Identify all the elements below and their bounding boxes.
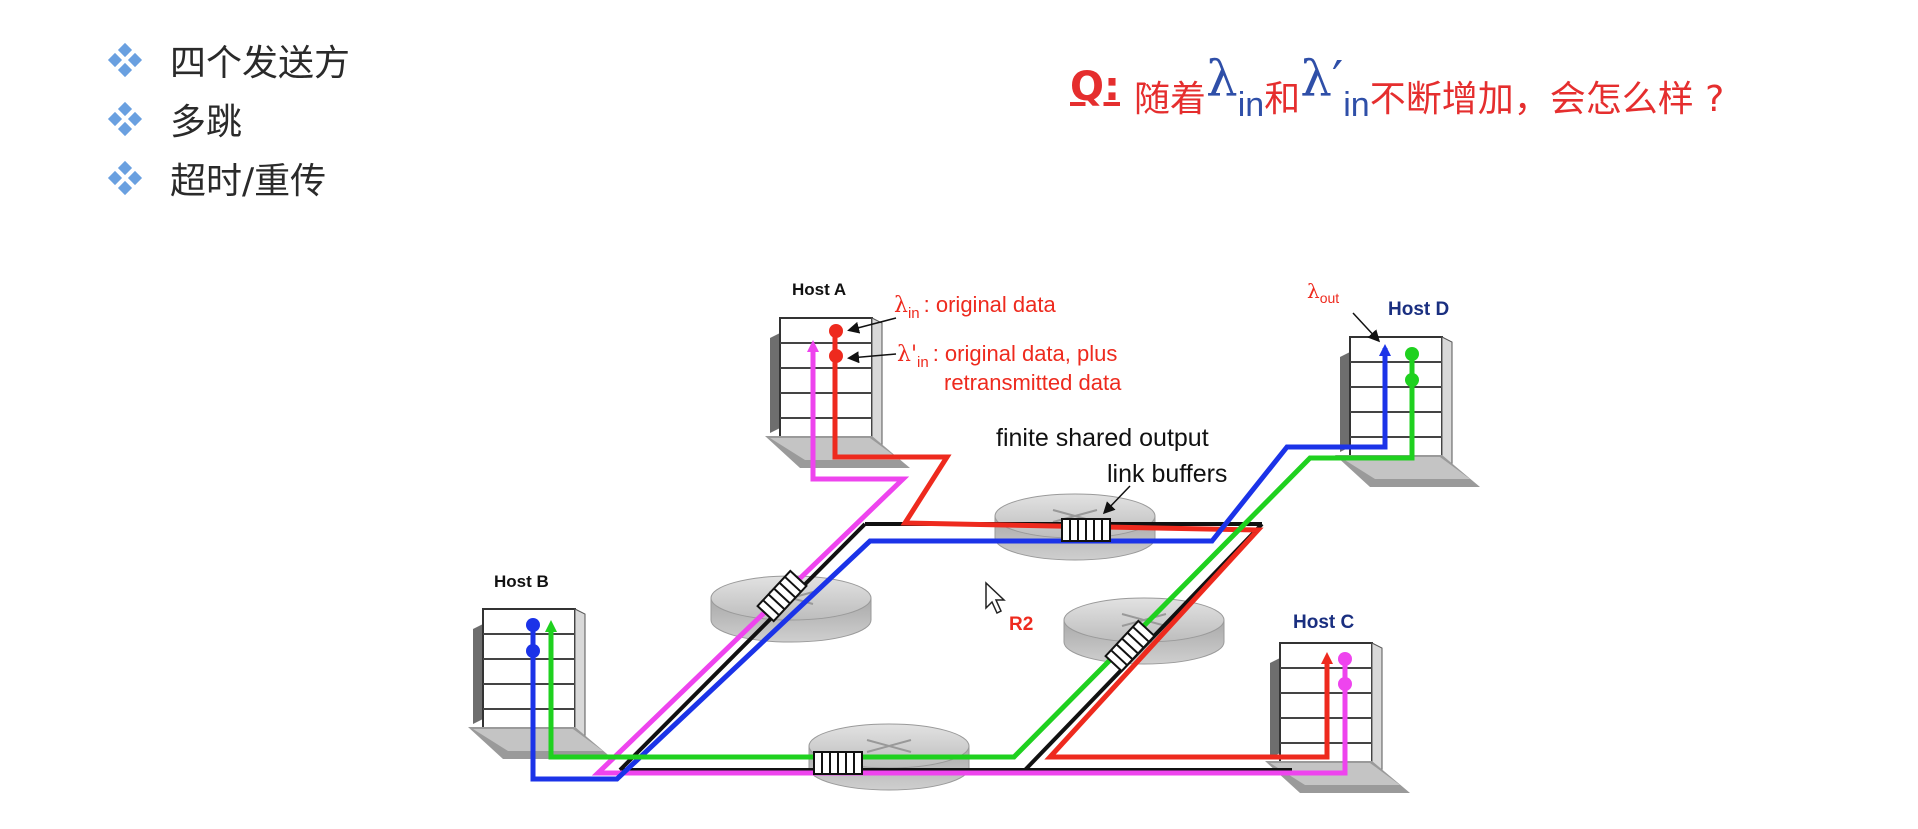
lambda-in-label: λin: original data bbox=[894, 292, 1056, 322]
lambda-in-prime-label: λ'in: original data, plus bbox=[897, 341, 1117, 371]
host-b-server bbox=[467, 608, 614, 760]
bullet-text: 超时/重传 bbox=[170, 160, 327, 202]
question-text: Q: 随着 λin 和 λ′in 不断增加，会怎么样 ? bbox=[1070, 54, 1725, 122]
buffer-label-line2: link buffers bbox=[1107, 460, 1227, 488]
host c markers bbox=[1321, 652, 1352, 691]
question-prefix: 随着 bbox=[1134, 79, 1207, 120]
host-c-label: Host C bbox=[1293, 612, 1355, 633]
lambda-out-label: λout bbox=[1307, 279, 1339, 306]
buffer-top bbox=[1061, 518, 1111, 542]
buffer-arrow bbox=[1102, 485, 1131, 515]
host-b-label: Host B bbox=[494, 572, 549, 591]
lambda-in-symbol: λin bbox=[1206, 50, 1265, 124]
host-b-markers bbox=[526, 618, 557, 658]
bullet-item: 超时/重传 bbox=[107, 148, 350, 207]
question-label: Q: bbox=[1070, 64, 1120, 110]
lambda-out-arrow bbox=[1352, 312, 1381, 343]
green-flow bbox=[548, 352, 1415, 760]
lambda-in-prime-symbol: λ′in bbox=[1300, 50, 1370, 124]
host-a-markers bbox=[807, 324, 843, 363]
host-d-markers bbox=[1379, 344, 1419, 387]
question-suffix: 不断增加，会怎么样 ? bbox=[1369, 79, 1725, 120]
bullet-text: 四个发送方 bbox=[170, 42, 351, 84]
bullet-list: 四个发送方 多跳 超时/重传 bbox=[107, 30, 351, 207]
host-d-label: Host D bbox=[1388, 299, 1449, 320]
bullet-text: 多跳 bbox=[170, 101, 243, 143]
bullet-item: 多跳 bbox=[107, 89, 350, 148]
magenta-flow bbox=[591, 345, 1348, 776]
buffer-label-line1: finite shared output bbox=[996, 424, 1209, 452]
cursor-icon bbox=[985, 581, 1006, 615]
lambda-in-arrow bbox=[847, 317, 897, 334]
lambda-in-prime-desc: retransmitted data bbox=[944, 370, 1122, 395]
lambda-in-prime-arrow bbox=[847, 351, 897, 364]
question-and: 和 bbox=[1264, 79, 1301, 120]
bullet-item: 四个发送方 bbox=[107, 30, 351, 89]
host-a-label: Host A bbox=[792, 280, 846, 299]
buffer-bottom bbox=[813, 751, 863, 775]
blue-flow bbox=[530, 348, 1388, 782]
host-d-server bbox=[1334, 336, 1481, 488]
r2-label: R2 bbox=[1009, 614, 1033, 635]
